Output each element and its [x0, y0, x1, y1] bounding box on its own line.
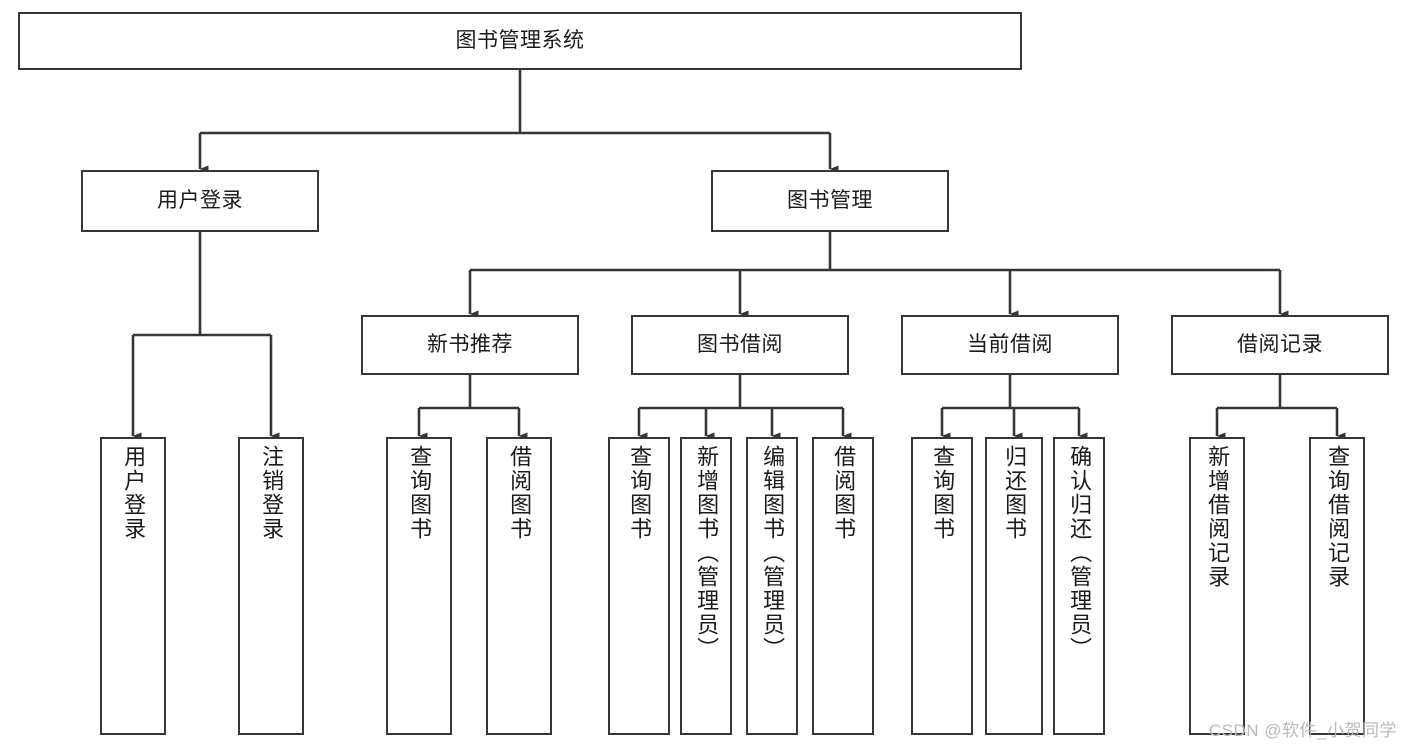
node-leaf-query-book-current-label: 查询图书 [930, 445, 956, 541]
node-leaf-user-logout-label: 注销登录 [259, 445, 285, 541]
node-leaf-add-book-admin-label: 新增图书（管理员） [694, 445, 720, 661]
node-root-label: 图书管理系统 [455, 28, 585, 52]
node-leaf-edit-book-admin[interactable]: 编辑图书（管理员） [746, 437, 798, 735]
node-book-borrow[interactable]: 图书借阅 [631, 315, 849, 375]
node-current-borrow-label: 当前借阅 [967, 332, 1053, 356]
node-leaf-add-borrow-record-label: 新增借阅记录 [1205, 445, 1231, 589]
node-leaf-return-book-label: 归还图书 [1002, 445, 1028, 541]
node-borrow-record[interactable]: 借阅记录 [1171, 315, 1389, 375]
node-leaf-return-book[interactable]: 归还图书 [985, 437, 1043, 735]
node-new-book-recommend-label: 新书推荐 [427, 332, 513, 356]
node-user-login-label: 用户登录 [157, 188, 243, 212]
watermark-text: CSDN @软件_小贺同学 [1208, 721, 1397, 740]
node-current-borrow[interactable]: 当前借阅 [901, 315, 1119, 375]
node-leaf-query-book-recommend[interactable]: 查询图书 [386, 437, 452, 735]
node-leaf-query-book-recommend-label: 查询图书 [407, 445, 433, 541]
node-new-book-recommend[interactable]: 新书推荐 [361, 315, 579, 375]
node-leaf-edit-book-admin-label: 编辑图书（管理员） [760, 445, 786, 661]
node-leaf-confirm-return-admin-label: 确认归还（管理员） [1067, 445, 1093, 661]
node-leaf-add-book-admin[interactable]: 新增图书（管理员） [680, 437, 732, 735]
node-leaf-user-logout[interactable]: 注销登录 [238, 437, 304, 735]
node-leaf-user-login-label: 用户登录 [121, 445, 147, 541]
node-leaf-add-borrow-record[interactable]: 新增借阅记录 [1189, 437, 1245, 735]
node-borrow-record-label: 借阅记录 [1237, 332, 1323, 356]
node-user-login[interactable]: 用户登录 [81, 170, 319, 232]
node-root[interactable]: 图书管理系统 [18, 12, 1022, 70]
node-leaf-borrow-book-recommend[interactable]: 借阅图书 [486, 437, 552, 735]
node-book-borrow-label: 图书借阅 [697, 332, 783, 356]
node-leaf-query-book-current[interactable]: 查询图书 [911, 437, 973, 735]
node-leaf-borrow-book[interactable]: 借阅图书 [812, 437, 874, 735]
node-leaf-confirm-return-admin[interactable]: 确认归还（管理员） [1053, 437, 1105, 735]
node-leaf-borrow-book-recommend-label: 借阅图书 [507, 445, 533, 541]
node-book-manage[interactable]: 图书管理 [711, 170, 949, 232]
node-leaf-query-borrow-record[interactable]: 查询借阅记录 [1309, 437, 1365, 735]
node-leaf-query-borrow-record-label: 查询借阅记录 [1325, 445, 1351, 589]
node-leaf-query-book-label: 查询图书 [627, 445, 653, 541]
node-leaf-query-book[interactable]: 查询图书 [608, 437, 670, 735]
node-leaf-user-login[interactable]: 用户登录 [100, 437, 166, 735]
node-book-manage-label: 图书管理 [787, 188, 873, 212]
node-leaf-borrow-book-label: 借阅图书 [831, 445, 857, 541]
